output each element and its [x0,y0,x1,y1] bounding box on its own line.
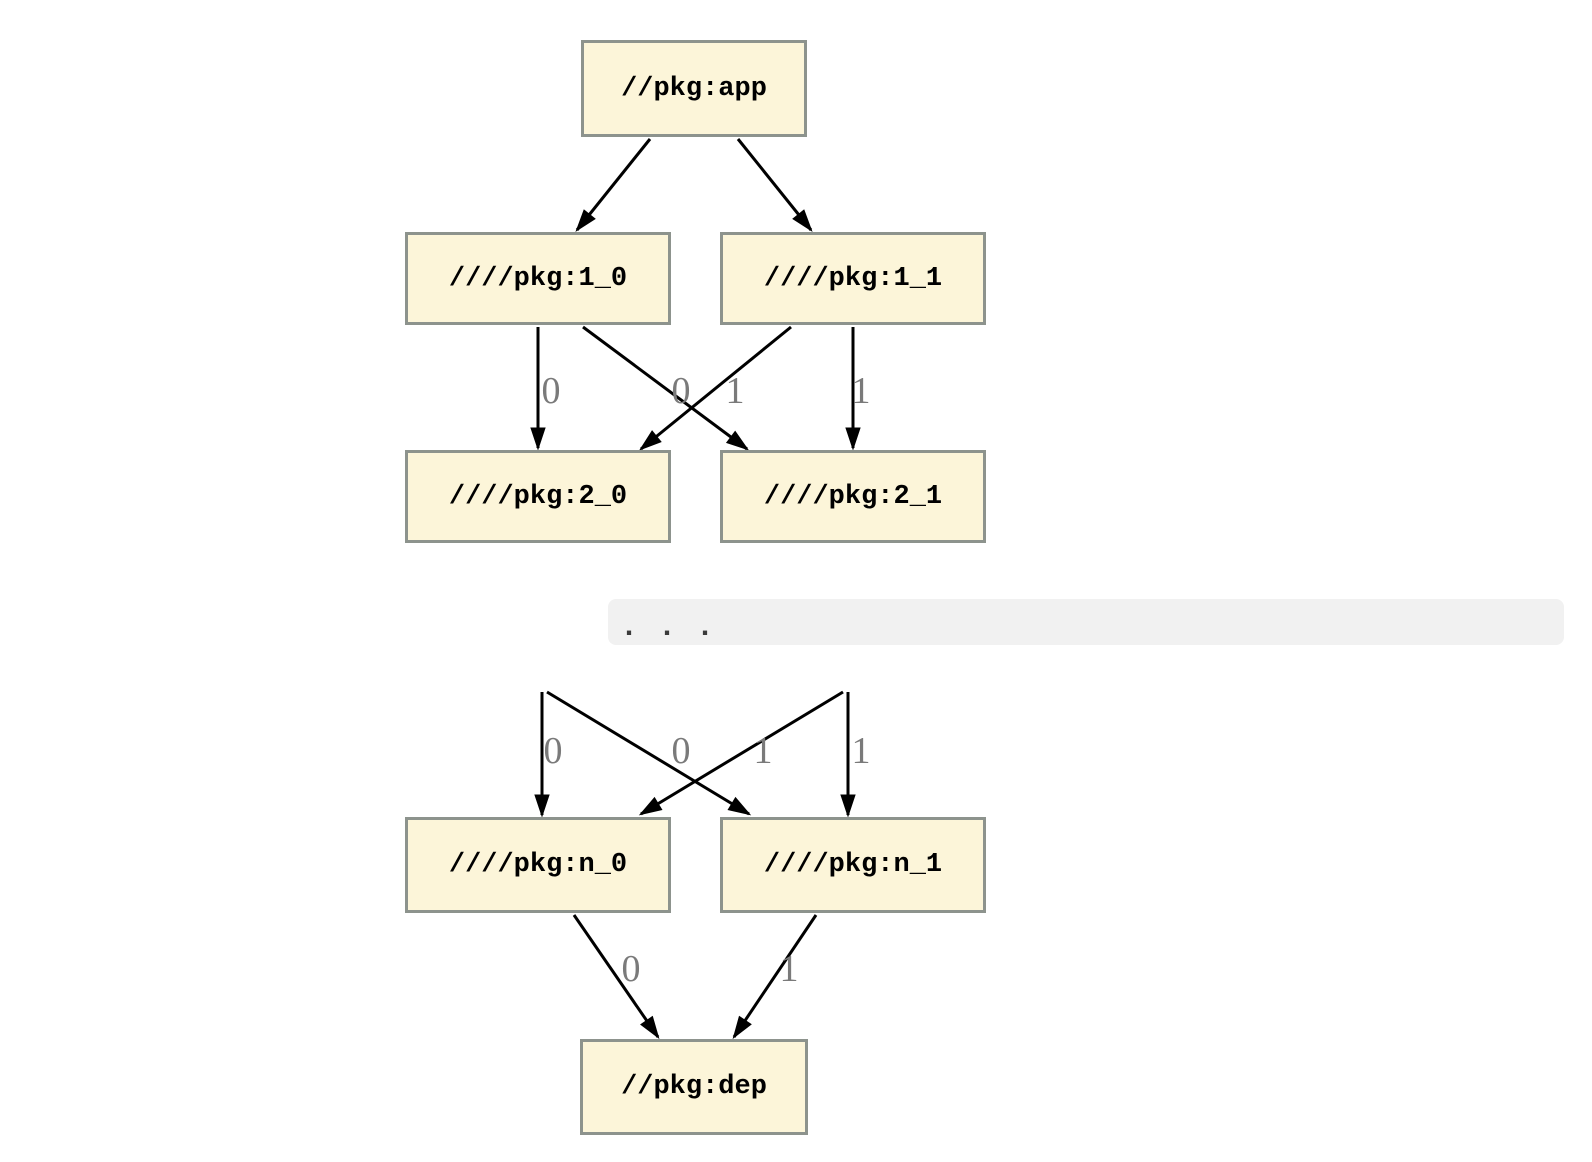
graph-node-dep: //pkg:dep [580,1039,808,1135]
graph-node-label: ////pkg:2_1 [763,481,943,512]
graph-node-label: ////pkg:1_0 [448,263,628,294]
graph-node-label: //pkg:app [621,73,767,104]
graph-node-n_0: ////pkg:n_0 [405,817,671,913]
edge-label-1_1-2_1: 1 [851,370,871,412]
edge-1_1-2_0 [638,325,792,451]
graph-node-2_1: ////pkg:2_1 [720,450,986,543]
edge-app-1_0 [575,138,652,233]
edge-app-1_1 [736,138,813,233]
graph-node-label: //pkg:dep [621,1072,767,1102]
ellipsis-dots: . . . [620,611,716,645]
edge-label-ellipsis-n_1-diagonal: 1 [753,730,773,772]
edge-label-ellipsis-n_0-vertical: 0 [543,730,563,772]
edge-label-1_0-2_0: 0 [541,370,561,412]
edge-label-n_0-dep: 0 [621,948,641,990]
graph-node-n_1: ////pkg:n_1 [720,817,986,913]
graph-node-label: ////pkg:1_1 [763,263,943,294]
edge-label-1_1-2_0: 0 [671,370,691,412]
edge-n_1-dep [732,914,818,1040]
graph-node-app: //pkg:app [581,40,807,137]
ellipsis-separator: . . . [608,599,1564,645]
graph-node-1_0: ////pkg:1_0 [405,232,671,325]
edge-label-ellipsis-n_0-diagonal: 0 [671,730,691,772]
graph-node-label: ////pkg:2_0 [448,481,628,512]
graph-node-label: ////pkg:n_0 [448,850,628,880]
graph-node-1_1: ////pkg:1_1 [720,232,986,325]
edge-label-n_1-dep: 1 [779,948,799,990]
edge-label-ellipsis-n_1-vertical: 1 [851,730,871,772]
edge-label-1_0-2_1: 1 [725,370,745,412]
edge-ellipsis-n_1-diagonal [546,690,752,816]
graph-node-2_0: ////pkg:2_0 [405,450,671,543]
graph-node-label: ////pkg:n_1 [763,850,943,880]
edge-n_0-dep [572,914,660,1040]
edge-1_0-2_1 [582,325,750,451]
